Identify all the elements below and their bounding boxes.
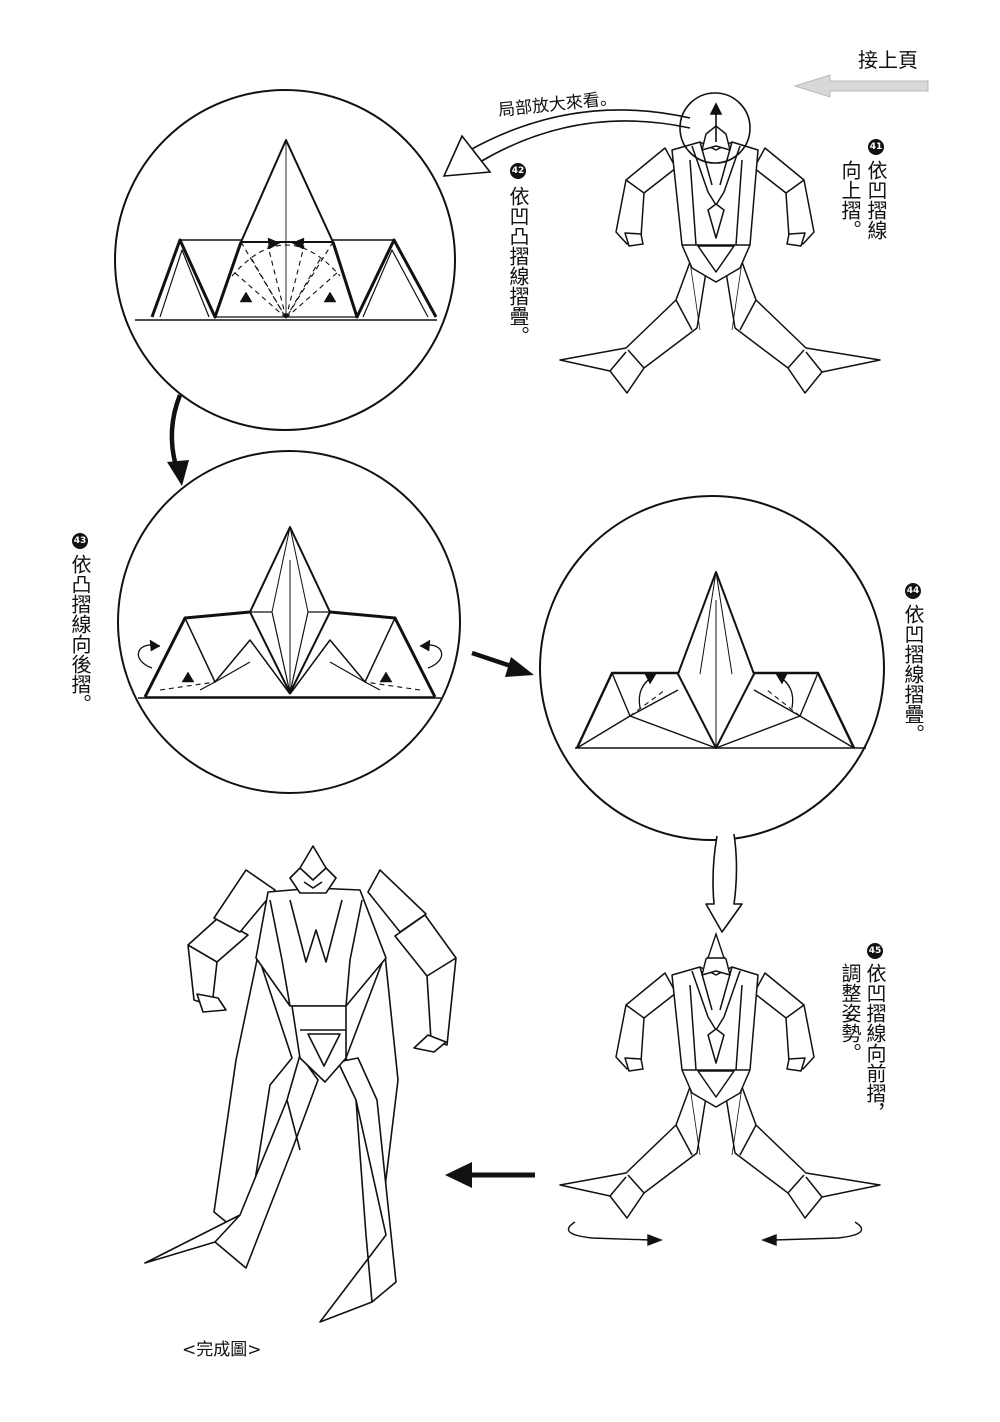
step-45-robot-figure — [559, 950, 881, 1219]
finished-model-caption: <完成圖> — [182, 1340, 262, 1360]
step-45-instruction-line-2: 調整姿勢。 — [838, 963, 862, 1063]
step-44-number-badge: 44 — [905, 583, 921, 599]
next-step-arrow-42-to-43 — [167, 394, 189, 486]
step-45-head-spike — [707, 931, 725, 959]
step-41-robot-figure — [559, 125, 881, 394]
step-41-instruction-line-1: 依凹摺線 — [864, 160, 888, 240]
next-step-arrow-45-to-finished — [445, 1162, 535, 1188]
next-step-arrow-43-to-44 — [471, 650, 534, 677]
continued-from-previous-page-label: 接上頁 — [858, 48, 918, 72]
finished-robot-figure — [144, 845, 457, 1323]
step-41-instruction-line-2: 向上摺。 — [838, 160, 862, 240]
step-45-number-badge: 45 — [867, 943, 883, 959]
step-44-zoom-circle — [539, 495, 885, 933]
step-42-number-badge: 42 — [510, 163, 526, 179]
step-43-instruction-line-1: 依凸摺線向後摺。 — [68, 554, 92, 714]
step-41-head-zoom-marker — [679, 92, 751, 164]
step-43-number-badge: 43 — [72, 533, 88, 549]
step-45-rotate-arrows — [567, 1221, 863, 1247]
zoom-callout-arrow — [442, 109, 691, 177]
step-41-number-badge: 41 — [868, 139, 884, 155]
step-43-zoom-circle — [117, 450, 461, 794]
step-45-instruction-line-1: 依凹摺線向前摺， — [863, 963, 887, 1123]
step-44-instruction-line-1: 依凹摺線摺疊。 — [901, 604, 925, 744]
step-42-instruction-line-1: 依凹凸摺線摺疊。 — [506, 186, 530, 346]
step-42-zoom-circle — [114, 89, 456, 431]
arrow-left-icon — [793, 74, 929, 98]
